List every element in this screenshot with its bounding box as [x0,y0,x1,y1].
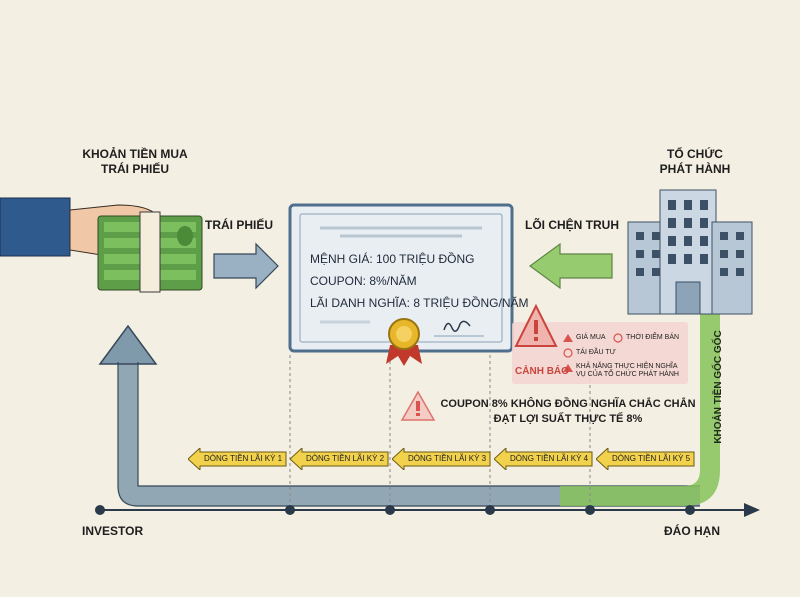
cash-flow-arrow-shape [596,448,695,470]
warning-item-reinvestment: TÁI ĐẦU TƯ [576,349,616,356]
cash-flow-arrow-3: DÒNG TIỀN LÃI KỲ 3 [392,448,492,470]
hand-holding-money-icon [0,197,203,293]
investor-arrow-head [98,324,158,365]
cash-flow-label: DÒNG TIỀN LÃI KỲ 5 [612,454,691,463]
cash-flow-arrow-1: DÒNG TIỀN LÃI KỲ 1 [188,448,288,470]
coupon-note: COUPON 8% KHÔNG ĐỒNG NGHĨA CHẮC CHẮN ĐẠT… [440,398,696,425]
interest-arrow [528,242,613,290]
timeline-arrow-head [744,503,760,517]
bond-arrow-label: TRÁI PHIẾU [205,218,274,232]
issuer-label: TỔ CHỨC PHÁT HÀNH [659,147,731,176]
maturity-label: ĐÁO HẠN [664,524,720,538]
office-building-icon [627,189,753,315]
certificate-face-value: MỆNH GIÁ: 100 TRIỆU ĐỒNG [310,252,475,266]
certificate-nominal-interest: LÃI DANH NGHĨA: 8 TRIỆU ĐỒNG/NĂM [310,296,529,310]
cash-flow-label: DÒNG TIỀN LÃI KỲ 2 [306,454,385,463]
cash-flow-arrow-shape [188,448,287,470]
small-warning-icons [563,333,623,372]
warning-triangle-icon [514,303,558,347]
cash-flow-arrow-5: DÒNG TIỀN LÃI KỲ 5 [596,448,696,470]
cash-flow-arrow-shape [392,448,491,470]
warning-title: CẢNH BÁO [515,366,569,377]
cash-flow-arrow-4: DÒNG TIỀN LÃI KỲ 4 [494,448,594,470]
bond-arrow [213,242,279,290]
cash-flow-arrow-shape [290,448,389,470]
warning-item-purchase-price: GIÁ MUA [576,334,606,341]
note-warning-icon [400,390,436,421]
warning-item-issuer-capacity: KHẢ NĂNG THỰC HIỆN NGHĨA VỤ CỦA TỔ CHỨC … [576,363,679,378]
cash-flow-label: DÒNG TIỀN LÃI KỲ 3 [408,454,487,463]
payment-label: KHOẢN TIỀN MUA TRÁI PHIẾU [82,147,188,176]
principal-arrow [560,300,720,506]
interest-arrow-label: LÕI CHỆN TRUH [525,218,619,232]
investor-label: INVESTOR [82,524,144,538]
principal-label: KHOẢN TIỀN GỐC GỐC [713,330,724,444]
cash-flow-label: DÒNG TIỀN LÃI KỲ 4 [510,454,589,463]
cash-flow-arrow-shape [494,448,593,470]
warning-panel [512,322,688,384]
certificate-seal-icon [386,318,422,366]
warning-item-sale-timing: THỜI ĐIỂM BÁN [626,334,680,341]
signature-icon [443,320,471,332]
cash-flow-label: DÒNG TIỀN LÃI KỲ 1 [204,454,283,463]
cash-flow-arrow-2: DÒNG TIỀN LÃI KỲ 2 [290,448,390,470]
certificate-coupon: COUPON: 8%/NĂM [310,274,417,288]
